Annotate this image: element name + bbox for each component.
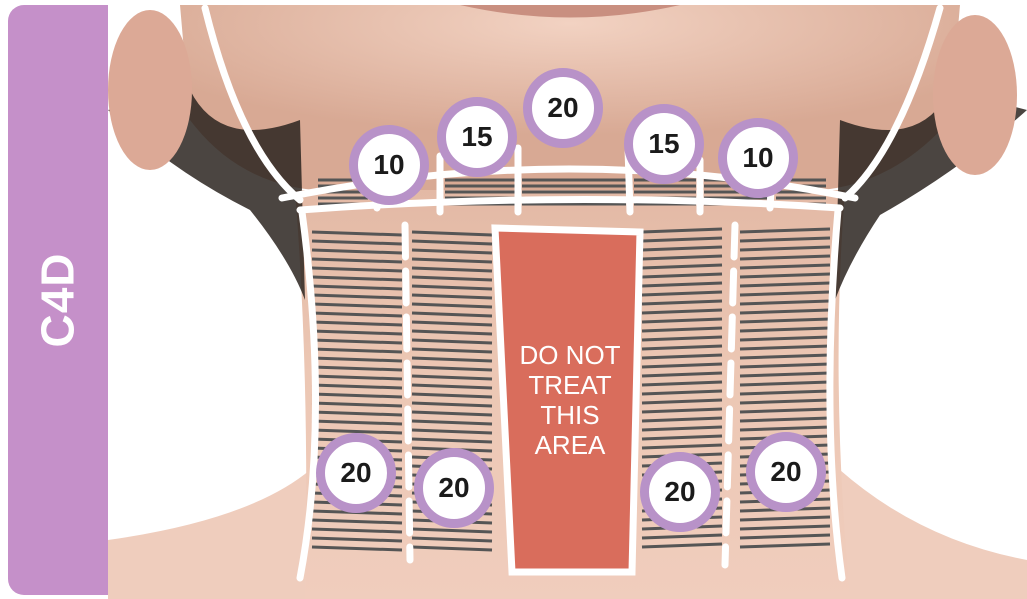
warning-line-2: TREAT <box>490 370 650 400</box>
dose-upper-left-outer: 10 <box>349 125 429 205</box>
ear-right <box>933 15 1017 175</box>
warning-line-1: DO NOT <box>490 340 650 370</box>
warning-line-3: THIS <box>490 400 650 430</box>
dose-lower-right-outer: 20 <box>746 432 826 512</box>
dose-upper-center: 20 <box>523 68 603 148</box>
dose-lower-left-outer: 20 <box>316 433 396 513</box>
warning-line-4: AREA <box>490 430 650 460</box>
dose-lower-right-inner: 20 <box>640 452 720 532</box>
divider-left-dashed <box>405 225 410 560</box>
ear-left <box>108 10 192 170</box>
dose-upper-right-inner: 15 <box>624 104 704 184</box>
dose-upper-right-outer: 10 <box>718 118 798 198</box>
dose-lower-left-inner: 20 <box>414 448 494 528</box>
dose-upper-left-inner: 15 <box>437 97 517 177</box>
do-not-treat-label: DO NOT TREAT THIS AREA <box>490 340 650 460</box>
